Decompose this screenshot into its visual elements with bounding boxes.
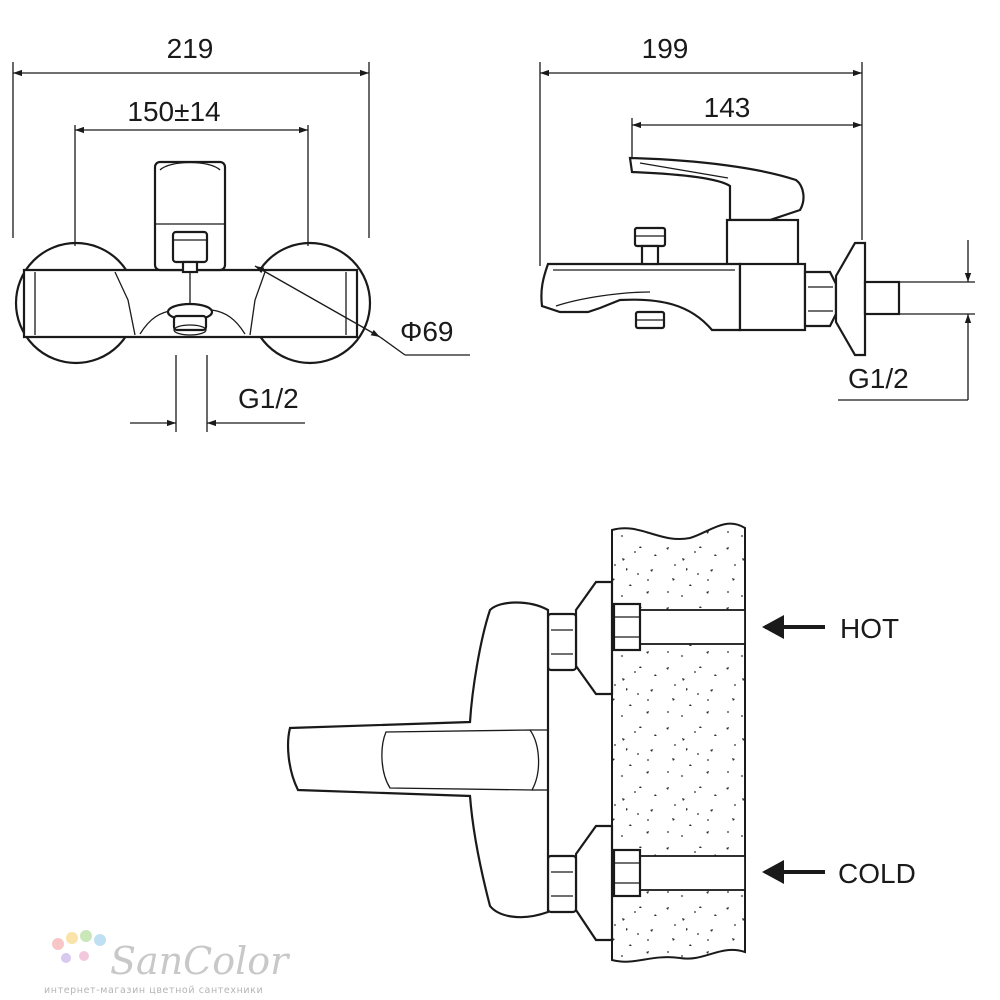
overall-depth-label: 199: [642, 33, 689, 64]
front-view: 219 150±14 Φ69: [12, 33, 470, 432]
cold-connector: [612, 848, 642, 898]
brand-logo-dots: [52, 930, 106, 963]
spout-depth-label: 143: [704, 92, 751, 123]
lever-side: [628, 156, 805, 222]
hot-connector: [612, 602, 642, 652]
cold-label: COLD: [838, 858, 916, 889]
mixer-body-top: [286, 601, 550, 919]
diverter-knob-side: [633, 226, 667, 248]
inlet-pipe-side: [863, 280, 901, 316]
cold-flange: [574, 824, 614, 942]
brand-name: SanColor: [110, 939, 291, 983]
mixer-body-side: [738, 262, 807, 332]
outlet-thread-label: G1/2: [238, 383, 299, 414]
brand-dot: [52, 938, 64, 950]
overall-width-label: 219: [167, 33, 214, 64]
hot-hex-nut: [546, 612, 578, 672]
side-view: 199 143 G1/2: [539, 33, 975, 401]
spout-side: [540, 262, 742, 332]
cold-hex-nut: [546, 854, 578, 914]
diverter-knob-front: [171, 230, 209, 264]
brand-tagline: интернет-магазин цветной сантехники: [44, 985, 263, 996]
install-view: HOT COLD: [286, 522, 916, 963]
brand-dot: [61, 953, 71, 963]
brand-dot: [94, 934, 106, 946]
hot-label: HOT: [840, 613, 899, 644]
brand-dot: [79, 951, 89, 961]
brand-watermark: SanColor интернет-магазин цветной сантех…: [44, 930, 291, 996]
wall-flange-side: [834, 241, 867, 357]
flange-diameter-label: Φ69: [400, 316, 453, 347]
hex-nut-side: [803, 270, 838, 328]
hot-flange: [574, 580, 614, 696]
centers-label: 150±14: [127, 96, 220, 127]
cartridge-side: [725, 218, 800, 268]
flange-diameter-leader: [254, 265, 381, 338]
brand-dot: [80, 930, 92, 942]
inlet-thread-label: G1/2: [848, 363, 909, 394]
brand-dot: [66, 932, 78, 944]
